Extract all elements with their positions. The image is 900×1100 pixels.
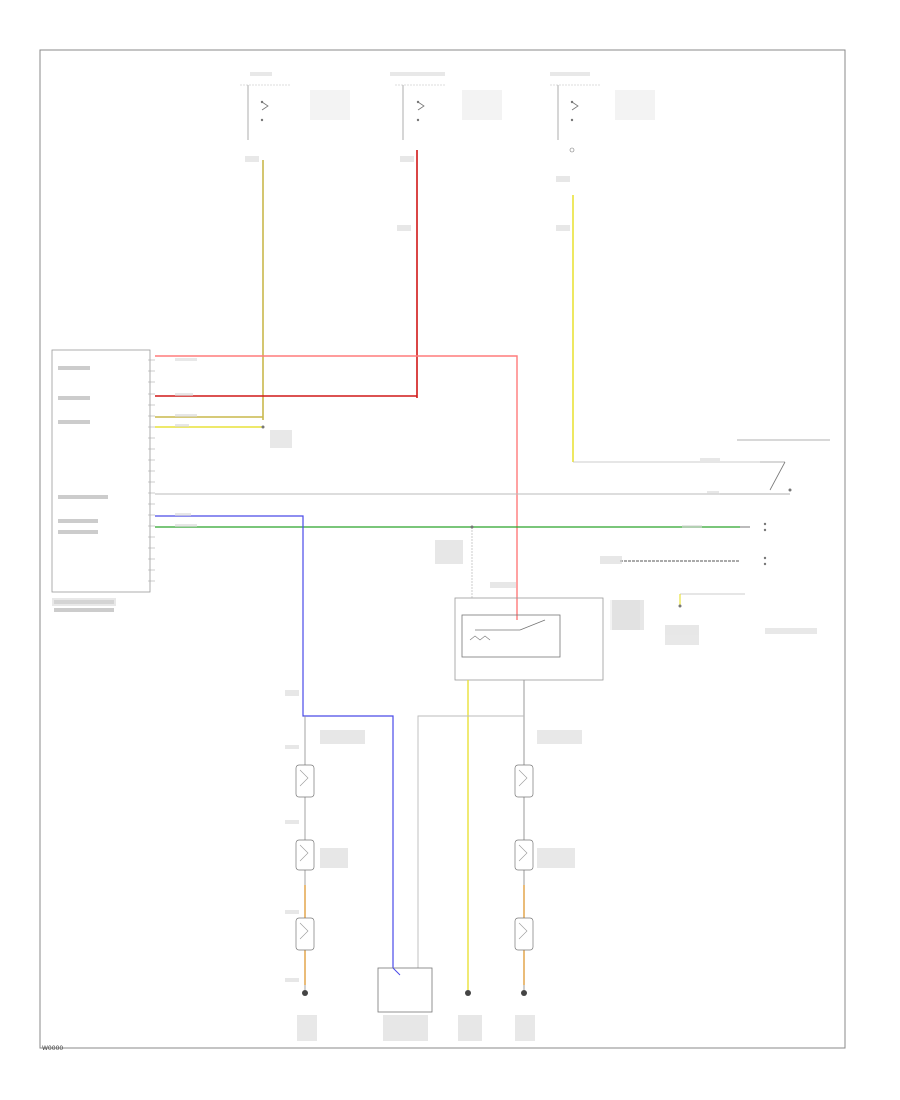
left-module-box [51,349,151,593]
diagram-frame [39,49,846,1049]
relay-switch-icon [720,439,830,495]
wire-gray-loop [417,715,524,968]
bulb-icon [295,764,315,798]
bulb-icon [514,839,534,871]
fuse-icon [416,100,425,122]
module-box [377,967,433,1013]
fuse-group-1 [240,84,350,140]
wire-blue [155,515,394,968]
wire-pink [155,355,518,620]
bulb-icon [295,917,315,951]
ground-icon [465,990,527,996]
bulb-icon [514,764,534,798]
bulb-icon [295,839,315,871]
fuse-group-3 [550,84,655,153]
relay-box [454,597,604,681]
fuse-group-2 [395,84,502,140]
fuse-icon [260,100,269,122]
connector-icon [148,359,155,582]
relay-switch-icon [469,619,546,641]
ground-icon [302,990,308,996]
footer-code: W0000 [42,1045,63,1052]
label-placeholders [52,72,817,1041]
bulb-icon [514,917,534,951]
terminal-stubs-right [620,522,767,608]
fuse-icon [569,100,579,153]
splice-point [261,425,265,429]
